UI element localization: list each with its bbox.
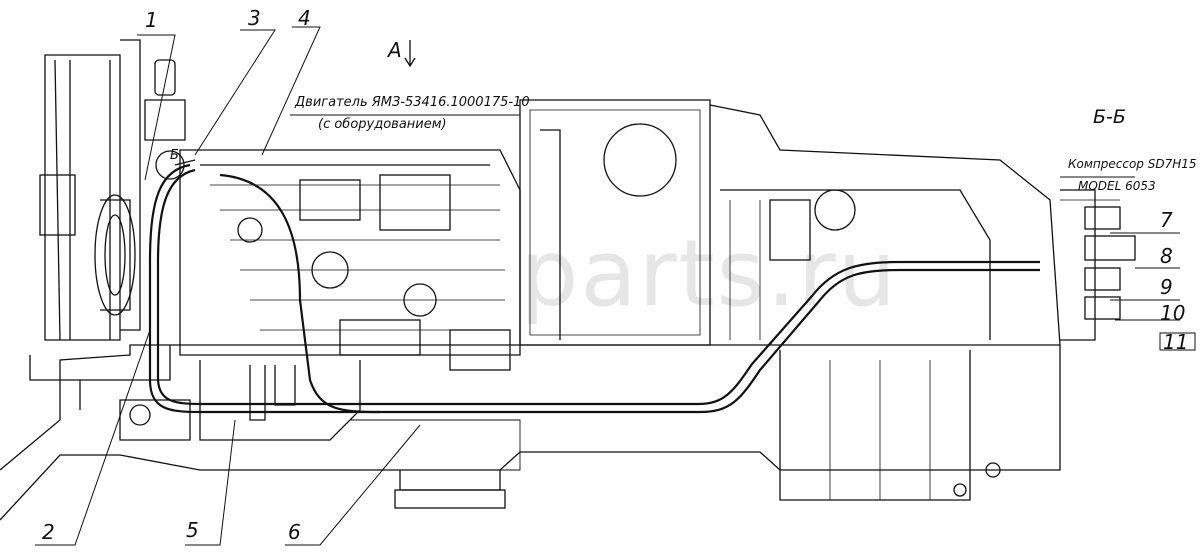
leader-lines — [35, 26, 1196, 546]
callout-10: 10 — [1160, 301, 1186, 325]
watermark: parts.ru — [520, 220, 898, 327]
callout-9: 9 — [1160, 275, 1173, 299]
body-outline — [709, 104, 1061, 501]
callout-11: 11 — [1163, 330, 1189, 354]
callout-2: 2 — [42, 520, 55, 544]
fan — [94, 194, 136, 316]
refrigerant-lines — [148, 163, 1040, 414]
callout-5: 5 — [186, 518, 199, 542]
radiator — [39, 39, 141, 341]
section-detail — [1060, 189, 1136, 341]
oil-pan — [199, 360, 361, 441]
callout-7: 7 — [1160, 208, 1173, 232]
gearbox-housing — [519, 99, 711, 346]
engine-label-line1: Двигатель ЯМЗ-53416.1000175-10 — [295, 95, 530, 110]
callout-3: 3 — [248, 6, 261, 30]
section-label: Б-Б — [1093, 106, 1126, 128]
engine-block — [179, 149, 521, 371]
engine-label-line2: (с оборудованием) — [318, 117, 447, 132]
section-marker: Б — [170, 148, 179, 163]
expansion-tank — [144, 59, 186, 180]
suspension-parts — [119, 399, 521, 509]
compressor-label-line2: MODEL 6053 — [1078, 179, 1156, 193]
compressor-label-line1: Компрессор SD7H15 — [1068, 157, 1197, 171]
view-label: А — [388, 38, 402, 62]
callout-4: 4 — [298, 6, 311, 30]
callout-8: 8 — [1160, 244, 1173, 268]
callout-1: 1 — [145, 8, 158, 32]
view-arrow — [404, 40, 416, 68]
callout-6: 6 — [288, 520, 301, 544]
